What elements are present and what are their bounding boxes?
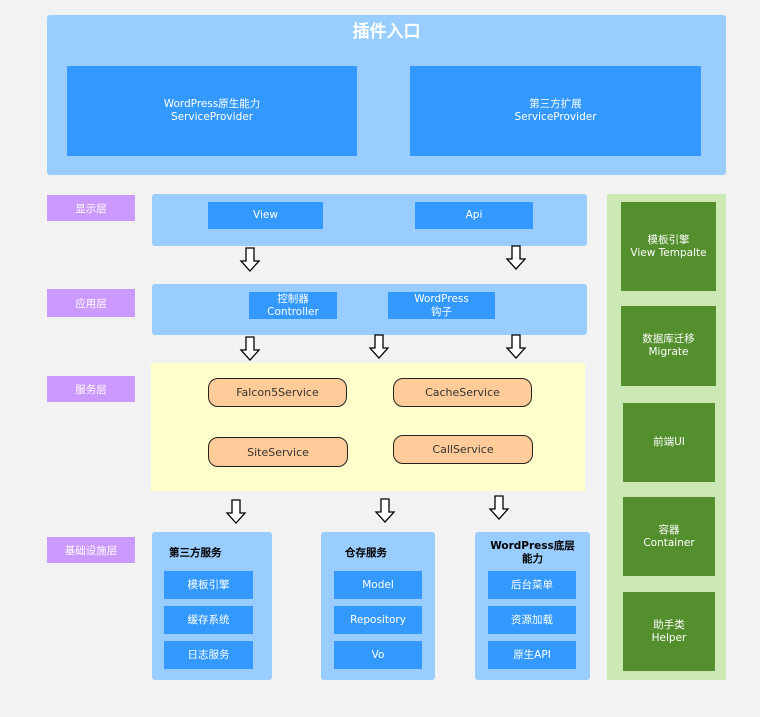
storage-item: Repository — [334, 606, 422, 634]
cross-cutting-sidebar: 模板引擎 View Tempalte 数据库迁移 Migrate 前端UI 容器… — [607, 194, 726, 680]
wordpress-hooks-box: WordPress 钩子 — [388, 292, 495, 319]
call-service: CallService — [393, 435, 533, 464]
plugin-entry-container: 插件入口 WordPress原生能力 ServiceProvider 第三方扩展… — [47, 15, 726, 175]
application-layer: 控制器 Controller WordPress 钩子 — [152, 284, 587, 335]
down-arrow-icon — [239, 336, 261, 361]
site-service: SiteService — [208, 437, 348, 467]
wordpress-base-item: 资源加载 — [488, 606, 576, 634]
controller-box: 控制器 Controller — [249, 292, 337, 319]
sidebar-item-container: 容器 Container — [623, 497, 715, 576]
storage-item: Vo — [334, 641, 422, 669]
third-party-services-title: 第三方服务 — [169, 547, 222, 559]
cache-service: CacheService — [393, 378, 532, 407]
down-arrow-icon — [505, 334, 527, 359]
layer-label-application: 应用层 — [47, 289, 135, 317]
storage-item: Model — [334, 571, 422, 599]
layer-label-infrastructure: 基础设施层 — [47, 537, 135, 563]
wordpress-native-provider: WordPress原生能力 ServiceProvider — [67, 66, 357, 156]
sidebar-item-migrate: 数据库迁移 Migrate — [621, 306, 716, 386]
falcon5-service: Falcon5Service — [208, 378, 347, 407]
api-box: Api — [415, 202, 533, 229]
third-party-item: 模板引擎 — [164, 571, 253, 599]
down-arrow-icon — [368, 334, 390, 359]
down-arrow-icon — [374, 498, 396, 523]
down-arrow-icon — [505, 245, 527, 270]
wordpress-base-item: 原生API — [488, 641, 576, 669]
sidebar-item-frontend-ui: 前端UI — [623, 403, 715, 482]
sidebar-item-view-template: 模板引擎 View Tempalte — [621, 202, 716, 291]
down-arrow-icon — [239, 247, 261, 272]
storage-services-title: 仓存服务 — [345, 547, 387, 559]
third-party-item: 缓存系统 — [164, 606, 253, 634]
wordpress-base-title: WordPress底层 能力 — [490, 540, 575, 565]
display-layer: View Api — [152, 194, 587, 246]
down-arrow-icon — [488, 495, 510, 520]
storage-services-group: 仓存服务 Model Repository Vo — [321, 532, 435, 680]
service-layer: Falcon5Service CacheService SiteService … — [151, 363, 585, 491]
sidebar-item-helper: 助手类 Helper — [623, 592, 715, 671]
layer-label-service: 服务层 — [47, 376, 135, 402]
layer-label-display: 显示层 — [47, 195, 135, 221]
down-arrow-icon — [225, 499, 247, 524]
view-box: View — [208, 202, 323, 229]
wordpress-base-item: 后台菜单 — [488, 571, 576, 599]
plugin-entry-title: 插件入口 — [352, 21, 421, 42]
third-party-services-group: 第三方服务 模板引擎 缓存系统 日志服务 — [152, 532, 272, 680]
third-party-item: 日志服务 — [164, 641, 253, 669]
wordpress-base-group: WordPress底层 能力 后台菜单 资源加载 原生API — [475, 532, 590, 680]
third-party-provider: 第三方扩展 ServiceProvider — [410, 66, 701, 156]
